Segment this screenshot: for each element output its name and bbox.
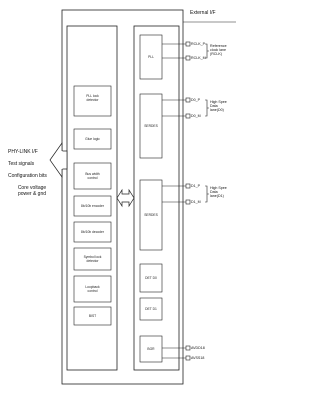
right-block xyxy=(139,179,163,251)
label-phy-link: PHY-LINK I/F xyxy=(8,149,38,155)
block-pll: PLL xyxy=(148,55,154,59)
right-block-boxes xyxy=(139,34,163,363)
left-block-boxes xyxy=(73,85,112,326)
block-serdes-1: SERDES xyxy=(144,213,158,217)
block-diagram xyxy=(49,9,236,385)
block-bist: BIST xyxy=(88,314,97,318)
pin-avss18: AVSS18 xyxy=(191,356,205,360)
pin-rclk-m: RCLK_M xyxy=(191,56,206,60)
pin-d1-m: D1_M xyxy=(191,200,201,204)
label-reference-clock-lane: Reference clock lane (RCLK) xyxy=(210,44,227,57)
block-pll-lock-detector: PLL lock detector xyxy=(86,94,99,102)
pin-pads xyxy=(185,41,191,361)
label-config-bits: Configuration bits xyxy=(8,173,47,179)
label-core-voltage: Core voltage power & gnd xyxy=(17,185,47,198)
left-bus-arrow xyxy=(49,141,68,179)
left-block xyxy=(73,162,112,190)
pin-d0-p: D0_P xyxy=(191,98,200,102)
chip-boundary xyxy=(61,9,184,385)
block-symbol-lock: Symbol lock detector xyxy=(83,255,102,263)
left-block xyxy=(73,128,112,150)
block-det-d1: DET D1 xyxy=(145,307,157,311)
pin-d0-m: D0_M xyxy=(191,114,201,118)
block-bgr: BGR xyxy=(147,347,155,351)
pin-avdd18: AVDD18 xyxy=(191,346,205,350)
left-block xyxy=(73,195,112,217)
right-block xyxy=(139,297,163,321)
block-8b10b-encoder: 8b/10b encoder xyxy=(81,204,104,208)
block-bus-width: Bus width control xyxy=(85,172,100,180)
block-det-d0: DET D0 xyxy=(145,276,157,280)
external-if-title: External I/F xyxy=(190,10,216,16)
label-data-lane-d1: High Spee Data lane(D1) xyxy=(210,186,227,199)
block-glue-logic: Glue logic xyxy=(85,137,100,141)
label-data-lane-d0: High Spee Data lane(D0) xyxy=(210,100,227,113)
block-8b10b-decoder: 8b/10b decoder xyxy=(81,230,104,234)
left-block xyxy=(73,85,112,117)
label-test-signals: Test signals xyxy=(8,161,35,167)
left-block xyxy=(73,306,112,326)
block-serdes-0: SERDES xyxy=(144,124,158,128)
block-loopback: Loopback control xyxy=(85,285,100,293)
pin-wires xyxy=(162,43,188,359)
inner-bus-arrow xyxy=(116,188,135,208)
right-block xyxy=(139,34,163,80)
pin-rclk-p: RCLK_P xyxy=(191,42,205,46)
right-block xyxy=(139,335,163,363)
left-block xyxy=(73,247,112,271)
right-block xyxy=(139,263,163,293)
left-block xyxy=(73,275,112,303)
right-block xyxy=(139,93,163,159)
pin-brackets xyxy=(205,43,209,203)
pin-d1-p: D1_P xyxy=(191,184,200,188)
left-block xyxy=(73,221,112,243)
